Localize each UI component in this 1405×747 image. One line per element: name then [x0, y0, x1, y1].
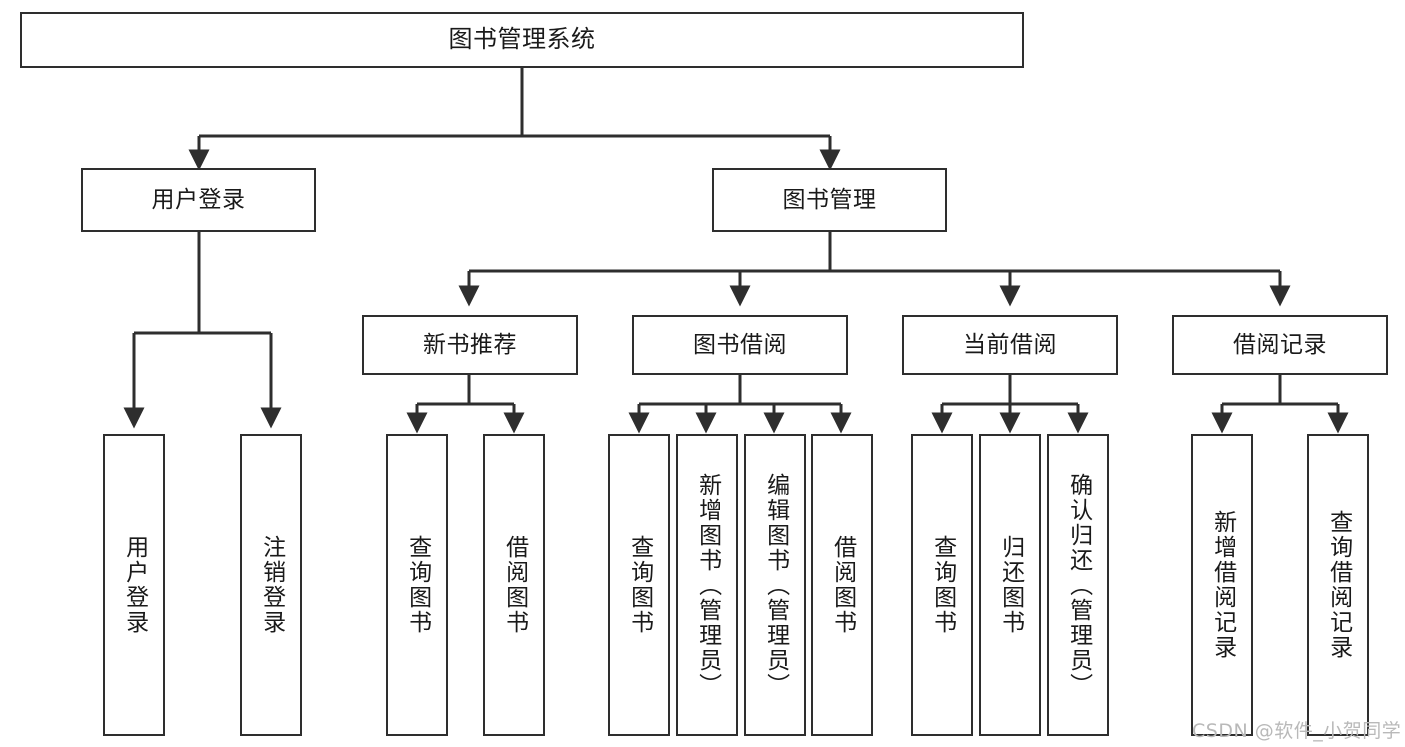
- node-leaf-return-book[interactable]: 归还图书: [979, 434, 1041, 736]
- node-leaf-query-record-label: 查询借阅记录: [1325, 510, 1352, 660]
- node-leaf-user-logout[interactable]: 注销登录: [240, 434, 302, 736]
- node-current-borrow[interactable]: 当前借阅: [902, 315, 1118, 375]
- node-user-login[interactable]: 用户登录: [81, 168, 316, 232]
- node-root-label: 图书管理系统: [448, 25, 596, 54]
- node-leaf-query-record[interactable]: 查询借阅记录: [1307, 434, 1369, 736]
- node-leaf-query-book-2-label: 查询图书: [626, 535, 653, 635]
- node-book-manage-label: 图书管理: [782, 186, 877, 213]
- node-leaf-query-book-3-label: 查询图书: [929, 535, 956, 635]
- node-leaf-user-logout-label: 注销登录: [258, 535, 285, 635]
- node-leaf-edit-book[interactable]: 编辑图书（管理员）: [744, 434, 806, 736]
- node-book-borrow[interactable]: 图书借阅: [632, 315, 848, 375]
- node-borrow-record-label: 借阅记录: [1233, 331, 1327, 358]
- node-borrow-record[interactable]: 借阅记录: [1172, 315, 1388, 375]
- node-leaf-borrow-book-2-label: 借阅图书: [829, 535, 856, 635]
- node-leaf-edit-book-label: 编辑图书（管理员）: [762, 472, 789, 698]
- node-leaf-add-record-label: 新增借阅记录: [1209, 510, 1236, 660]
- node-current-borrow-label: 当前借阅: [963, 331, 1057, 358]
- node-leaf-query-book-3[interactable]: 查询图书: [911, 434, 973, 736]
- node-new-book-recommend-label: 新书推荐: [423, 331, 517, 358]
- node-leaf-add-book[interactable]: 新增图书（管理员）: [676, 434, 738, 736]
- node-leaf-query-book-2[interactable]: 查询图书: [608, 434, 670, 736]
- node-book-borrow-label: 图书借阅: [693, 331, 787, 358]
- node-leaf-query-book-1-label: 查询图书: [404, 535, 431, 635]
- node-leaf-return-book-label: 归还图书: [997, 535, 1024, 635]
- node-leaf-borrow-book-2[interactable]: 借阅图书: [811, 434, 873, 736]
- node-leaf-add-book-label: 新增图书（管理员）: [694, 472, 721, 698]
- node-leaf-borrow-book-1[interactable]: 借阅图书: [483, 434, 545, 736]
- node-leaf-add-record[interactable]: 新增借阅记录: [1191, 434, 1253, 736]
- node-leaf-query-book-1[interactable]: 查询图书: [386, 434, 448, 736]
- node-leaf-confirm-return[interactable]: 确认归还（管理员）: [1047, 434, 1109, 736]
- node-leaf-user-login-label: 用户登录: [121, 535, 148, 635]
- node-leaf-confirm-return-label: 确认归还（管理员）: [1065, 472, 1092, 698]
- node-root[interactable]: 图书管理系统: [20, 12, 1024, 68]
- node-user-login-label: 用户登录: [151, 186, 246, 213]
- node-leaf-user-login[interactable]: 用户登录: [103, 434, 165, 736]
- node-book-manage[interactable]: 图书管理: [712, 168, 947, 232]
- node-leaf-borrow-book-1-label: 借阅图书: [501, 535, 528, 635]
- node-new-book-recommend[interactable]: 新书推荐: [362, 315, 578, 375]
